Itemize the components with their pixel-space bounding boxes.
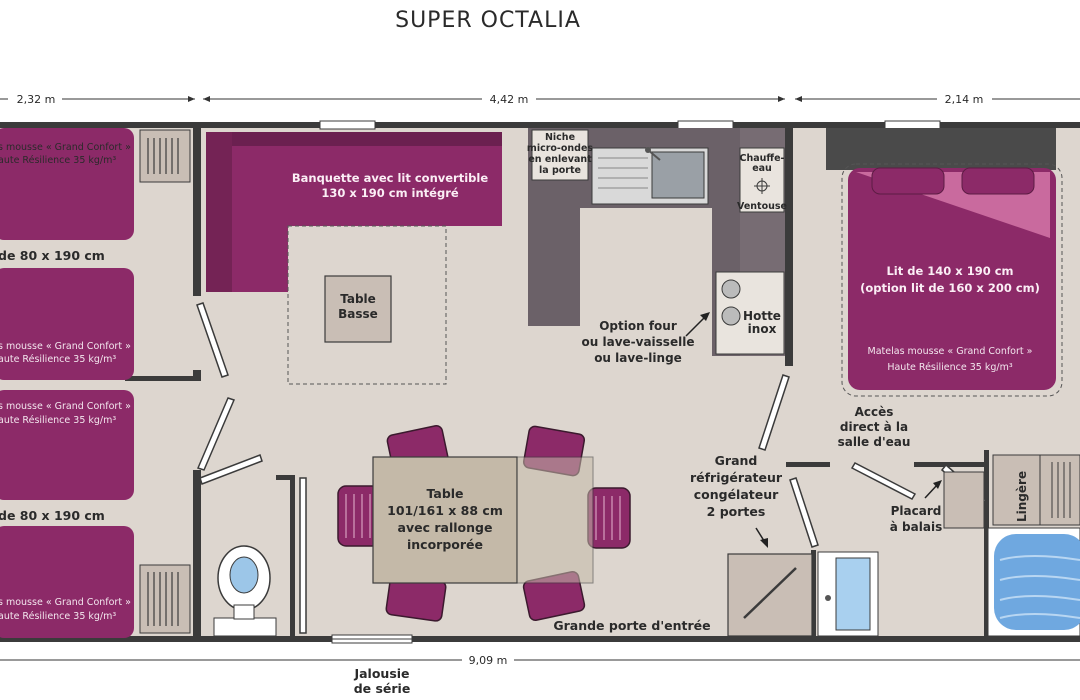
table-label-2: 101/161 x 88 cm	[387, 503, 503, 518]
table-label-3: avec rallonge	[398, 520, 493, 535]
entry-door-label: Grande porte d'entrée	[553, 618, 710, 633]
resil-c: aute Résilience 35 kg/m³	[0, 415, 116, 426]
dimension-left: 2,32 m	[17, 93, 56, 106]
fridge	[727, 553, 813, 637]
bed-left-size-1: de 80 x 190 cm	[0, 248, 105, 263]
mousse-d: s mousse « Grand Confort »	[0, 597, 131, 608]
outer-walls	[0, 120, 1080, 644]
access-label-2: direct à la	[840, 420, 908, 434]
main-bed	[826, 128, 1056, 390]
shower	[987, 527, 1080, 637]
fridge-label-3: congélateur	[694, 487, 779, 502]
arrow-icon	[755, 527, 768, 548]
hotte-label-2: inox	[748, 322, 777, 336]
chauffe-eau-label-1: Chauffe-	[740, 153, 785, 164]
chauffe-eau-label-2: eau	[752, 163, 772, 174]
table-label-4: incorporée	[407, 537, 483, 552]
hotte-label-1: Hotte	[743, 309, 781, 323]
linen-cabinet	[992, 454, 1080, 526]
main-mattress-label-2: Haute Résilience 35 kg/m³	[887, 362, 1013, 373]
access-label-1: Accès	[855, 405, 894, 419]
mousse-c: s mousse « Grand Confort »	[0, 401, 131, 412]
option-four-label-2: ou lave-vaisselle	[582, 335, 695, 349]
table-extension	[516, 456, 594, 584]
resil-a: aute Résilience 35 kg/m³	[0, 155, 116, 166]
main-bed-option-outline	[841, 163, 1063, 397]
placard-label-2: à balais	[890, 520, 942, 534]
ventouse-label: Ventouse	[737, 201, 787, 212]
mousse-b: s mousse « Grand Confort »	[0, 341, 131, 352]
main-mattress-label-1: Matelas mousse « Grand Confort »	[868, 346, 1033, 357]
arrow-icon	[924, 480, 942, 499]
storage-hangers	[147, 138, 179, 626]
main-bed-label-2: (option lit de 160 x 200 cm)	[860, 281, 1040, 295]
interior-walls	[125, 126, 989, 640]
bed-left-size-2: de 80 x 190 cm	[0, 508, 105, 523]
niche-label-4: la porte	[539, 165, 581, 176]
fridge-label-2: réfrigérateur	[690, 470, 783, 485]
coffee-table	[324, 275, 392, 343]
niche-label-1: Niche	[545, 132, 575, 143]
option-four-label-3: ou lave-linge	[594, 351, 682, 365]
banquette-label-1: Banquette avec lit convertible	[292, 171, 488, 185]
plan-title: SUPER OCTALIA	[395, 8, 581, 33]
jalousie-label-2: de série	[354, 681, 411, 696]
lingere-label: Lingère	[1015, 471, 1029, 522]
dimension-right: 2,14 m	[945, 93, 984, 106]
broom-cupboard	[943, 471, 985, 529]
coffee-table-label-1: Table	[340, 292, 376, 306]
jalousie-label-1: Jalousie	[353, 666, 409, 681]
main-bed-label-1: Lit de 140 x 190 cm	[886, 264, 1013, 278]
niche-label-3: en enlevant	[528, 154, 592, 165]
mousse-a: s mousse « Grand Confort »	[0, 142, 131, 153]
placard-label-1: Placard	[891, 504, 942, 518]
resil-d: aute Résilience 35 kg/m³	[0, 611, 116, 622]
fridge-door-line	[743, 567, 797, 619]
kitchen-counter	[528, 128, 785, 356]
dining-table	[372, 456, 518, 584]
washbasin	[817, 551, 879, 637]
niche-label-2: micro-ondes	[527, 143, 593, 154]
access-label-3: salle d'eau	[838, 435, 911, 449]
table-label-1: Table	[426, 486, 463, 501]
chair-slats	[345, 494, 621, 540]
toilet	[213, 545, 277, 637]
dimension-total: 9,09 m	[469, 654, 508, 667]
fridge-label-4: 2 portes	[707, 504, 766, 519]
arrow-icon	[685, 312, 710, 337]
coffee-table-label-2: Basse	[338, 307, 378, 321]
dimension-middle: 4,42 m	[490, 93, 529, 106]
dimension-lines-top	[0, 96, 1080, 102]
faucet-icon	[645, 147, 661, 161]
banquette-sofa	[206, 132, 502, 292]
convertible-bed-outline	[287, 225, 447, 385]
resil-b: aute Résilience 35 kg/m³	[0, 354, 116, 365]
banquette-label-2: 130 x 190 cm intégré	[321, 186, 459, 200]
option-four-label-1: Option four	[599, 319, 677, 333]
fridge-label-1: Grand	[715, 453, 758, 468]
